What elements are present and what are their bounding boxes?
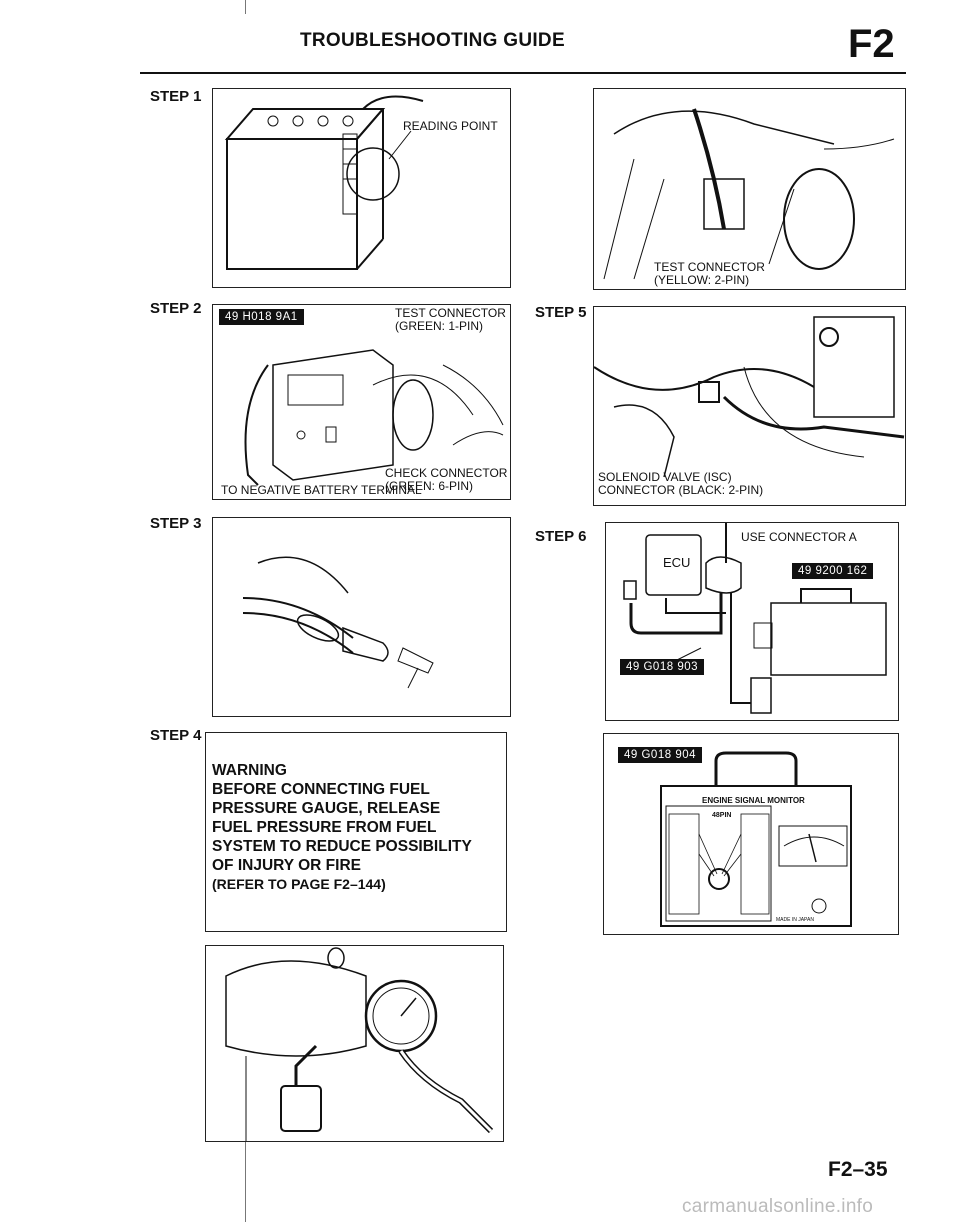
step-1-label: STEP 1 [150, 88, 202, 105]
tester-illustration [244, 349, 504, 486]
step-6-figure: ECU USE CONNECTOR A 49 9200 162 49 G018 … [605, 522, 899, 721]
warning-line: BEFORE CONNECTING FUEL [212, 781, 430, 798]
label-line: SOLENOID VALVE (ISC) [598, 470, 732, 484]
warning-line: PRESSURE GAUGE, RELEASE [212, 800, 441, 817]
pin-count: 48PIN [712, 812, 732, 819]
negative-terminal-label: TO NEGATIVE BATTERY TERMINAL [221, 483, 422, 497]
battery-illustration [224, 95, 424, 270]
test-connector-label: TEST CONNECTOR(YELLOW: 2-PIN) [654, 261, 765, 287]
label-line: (GREEN: 6-PIN) [385, 479, 474, 493]
label-line: TEST CONNECTOR [395, 306, 506, 320]
step-2-figure: 49 H018 9A1 TEST CONNECTOR(GREEN: 1-PIN)… [212, 304, 511, 500]
scan-mark [245, 0, 246, 14]
label-line: (GREEN: 1-PIN) [395, 319, 484, 333]
ecu-connection-illustration [623, 523, 887, 714]
engine-signal-monitor-figure: 49 G018 904 ENGINE SIGNAL MONITOR 48PIN … [603, 733, 899, 935]
hose-pinch-illustration [242, 556, 434, 689]
ecu-label: ECU [663, 555, 691, 570]
scan-mark [245, 1140, 246, 1222]
engine-bay-illustration [603, 108, 895, 280]
label-line: CHECK CONNECTOR [385, 466, 508, 480]
signal-monitor-illustration [660, 751, 852, 927]
page-title: TROUBLESHOOTING GUIDE [300, 30, 565, 51]
test-connector-figure: TEST CONNECTOR(YELLOW: 2-PIN) [593, 88, 906, 290]
step-2-label: STEP 2 [150, 300, 202, 317]
made-in-label: MADE IN JAPAN [776, 917, 814, 923]
step-1-figure: READING POINT [212, 88, 511, 288]
watermark: carmanualsonline.info [682, 1196, 874, 1217]
page-number: F2–35 [828, 1158, 888, 1181]
tool-number-badge: 49 9200 162 [792, 563, 874, 579]
solenoid-valve-label: SOLENOID VALVE (ISC)CONNECTOR (BLACK: 2-… [598, 471, 763, 497]
step-3-label: STEP 3 [150, 515, 202, 532]
label-line: CONNECTOR (BLACK: 2-PIN) [598, 483, 764, 497]
check-connector-label: CHECK CONNECTOR(GREEN: 6-PIN) [385, 467, 507, 493]
tool-number-badge: 49 H018 9A1 [219, 309, 304, 325]
step-5-label: STEP 5 [535, 304, 587, 321]
step-4-warning-box: WARNING BEFORE CONNECTING FUEL PRESSURE … [205, 732, 507, 932]
fuel-gauge-figure [205, 945, 504, 1142]
solenoid-valve-illustration [594, 316, 905, 478]
warning-text: WARNING BEFORE CONNECTING FUEL PRESSURE … [212, 761, 472, 894]
fuel-pressure-gauge-illustration [225, 947, 494, 1141]
label-line: TEST CONNECTOR [654, 260, 765, 274]
step-6-label: STEP 6 [535, 528, 587, 545]
tool-number-badge: 49 G018 903 [620, 659, 705, 675]
reading-point-label: READING POINT [403, 119, 498, 133]
warning-line: SYSTEM TO REDUCE POSSIBILITY [212, 838, 472, 855]
header-rule [140, 72, 906, 74]
warning-title: WARNING [212, 762, 287, 779]
test-connector-label: TEST CONNECTOR(GREEN: 1-PIN) [395, 307, 506, 333]
step-5-figure: SOLENOID VALVE (ISC)CONNECTOR (BLACK: 2-… [593, 306, 906, 506]
label-line: (YELLOW: 2-PIN) [654, 273, 750, 287]
warning-line: OF INJURY OR FIRE [212, 857, 361, 874]
warning-line: (REFER TO PAGE F2–144) [212, 876, 386, 892]
step-3-figure [212, 517, 511, 717]
warning-line: FUEL PRESSURE FROM FUEL [212, 819, 437, 836]
use-connector-label: USE CONNECTOR A [741, 530, 857, 544]
monitor-title: ENGINE SIGNAL MONITOR [702, 796, 805, 805]
step-4-label: STEP 4 [150, 727, 202, 744]
section-code: F2 [848, 22, 895, 66]
tool-number-badge: 49 G018 904 [618, 747, 703, 763]
